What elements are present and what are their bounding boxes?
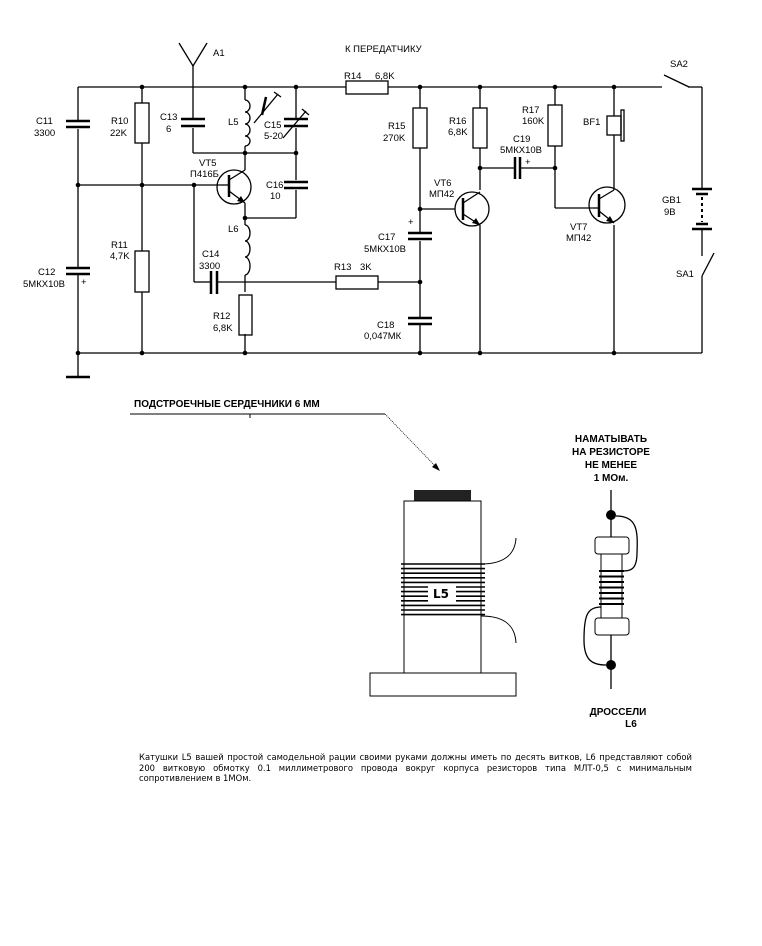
svg-text:R10: R10 xyxy=(111,116,128,127)
svg-text:L5: L5 xyxy=(228,117,239,128)
capacitor-c13: C13 6 xyxy=(160,112,205,135)
svg-text:C12: C12 xyxy=(38,267,55,278)
svg-text:П416Б: П416Б xyxy=(190,169,219,180)
svg-text:C16: C16 xyxy=(266,180,283,191)
svg-text:НЕ МЕНЕЕ: НЕ МЕНЕЕ xyxy=(585,460,638,471)
wires xyxy=(66,65,703,379)
svg-text:C11: C11 xyxy=(36,116,53,127)
svg-text:+: + xyxy=(525,157,531,168)
coil-drawing-l5: ПОДСТРОЕЧНЫЕ СЕРДЕЧНИКИ 6 ММ L5 xyxy=(130,399,517,697)
switch-sa1: SA1 xyxy=(676,252,715,280)
svg-text:C18: C18 xyxy=(377,320,394,331)
svg-text:22K: 22K xyxy=(110,128,128,139)
svg-text:6,8K: 6,8K xyxy=(213,323,233,334)
svg-text:3K: 3K xyxy=(360,262,372,273)
svg-text:1 МОм.: 1 МОм. xyxy=(594,473,629,484)
svg-text:R12: R12 xyxy=(213,311,230,322)
transistor-vt7: VT7 МП42 xyxy=(566,186,626,244)
choke-windings xyxy=(599,570,624,605)
svg-text:+: + xyxy=(408,217,414,228)
svg-text:GB1: GB1 xyxy=(662,195,681,206)
antenna-a1: A1 xyxy=(178,42,225,68)
svg-text:SA2: SA2 xyxy=(670,59,688,70)
svg-text:9В: 9В xyxy=(664,207,676,218)
svg-text:+: + xyxy=(81,277,87,288)
svg-text:C13: C13 xyxy=(160,112,177,123)
svg-text:R16: R16 xyxy=(449,116,466,127)
resistor-r13: R13 3K xyxy=(334,262,379,290)
svg-text:6,8K: 6,8K xyxy=(375,71,395,82)
transistor-vt5: VT5 П416Б xyxy=(190,158,252,205)
antenna-icon xyxy=(178,42,208,68)
capacitor-c19: C19 5МКХ10В + xyxy=(500,134,542,179)
callout-label: ПОДСТРОЕЧНЫЕ СЕРДЕЧНИКИ 6 ММ xyxy=(134,399,320,410)
arrow-icon xyxy=(432,463,440,471)
svg-text:НАМАТЫВАТЬ: НАМАТЫВАТЬ xyxy=(575,434,647,445)
capacitor-c17: + C17 5МКХ10В xyxy=(364,217,432,255)
svg-text:R15: R15 xyxy=(388,121,405,132)
top-label: К ПЕРЕДАТЧИКУ xyxy=(345,44,423,55)
speaker-bf1: BF1 xyxy=(583,109,625,142)
svg-text:R17: R17 xyxy=(522,105,539,116)
capacitor-c15-trimmer: C15 5-20 xyxy=(264,108,310,142)
svg-text:R13: R13 xyxy=(334,262,351,273)
capacitor-c16: C16 10 xyxy=(266,180,308,202)
svg-text:R14: R14 xyxy=(344,71,361,82)
capacitor-c11: C11 3300 xyxy=(34,116,90,139)
inductor-l5: L5 xyxy=(228,91,282,147)
svg-text:5-20: 5-20 xyxy=(264,131,283,142)
svg-text:C15: C15 xyxy=(264,120,281,131)
svg-text:160K: 160K xyxy=(522,116,545,127)
svg-text:VT5: VT5 xyxy=(199,158,216,169)
svg-text:НА РЕЗИСТОРЕ: НА РЕЗИСТОРЕ xyxy=(572,447,650,458)
svg-text:3300: 3300 xyxy=(34,128,55,139)
capacitor-c12: C12 5МКХ10В + xyxy=(23,266,90,290)
resistor-r15: R15 270K xyxy=(383,107,428,149)
transistor-vt6: VT6 МП42 xyxy=(429,178,490,227)
svg-text:C19: C19 xyxy=(513,134,530,145)
tuning-core xyxy=(414,490,471,501)
svg-text:L6: L6 xyxy=(625,719,637,730)
resistor-r12: R12 6,8K xyxy=(213,294,253,336)
svg-text:SA1: SA1 xyxy=(676,269,694,280)
resistor-r10: R10 22K xyxy=(110,102,150,144)
svg-text:VT6: VT6 xyxy=(434,178,451,189)
resistor-r11: R11 4,7K xyxy=(110,240,150,293)
svg-text:10: 10 xyxy=(270,191,281,202)
svg-text:6: 6 xyxy=(166,124,171,135)
windings xyxy=(401,563,485,616)
svg-text:5МКХ10В: 5МКХ10В xyxy=(500,145,542,156)
svg-text:C17: C17 xyxy=(378,232,395,243)
capacitor-c14: C14 3300 xyxy=(199,249,220,294)
resistor-r16: R16 6,8K xyxy=(448,107,488,149)
svg-text:МП42: МП42 xyxy=(566,233,591,244)
svg-text:BF1: BF1 xyxy=(583,117,600,128)
svg-text:3300: 3300 xyxy=(199,261,220,272)
antenna-label: A1 xyxy=(213,48,225,59)
svg-text:0,047МК: 0,047МК xyxy=(364,331,402,342)
svg-text:C14: C14 xyxy=(202,249,219,260)
svg-text:L6: L6 xyxy=(228,224,239,235)
svg-text:270K: 270K xyxy=(383,133,406,144)
switch-sa2: SA2 xyxy=(663,59,690,88)
svg-text:6,8K: 6,8K xyxy=(448,127,468,138)
svg-text:VT7: VT7 xyxy=(570,222,587,233)
svg-text:МП42: МП42 xyxy=(429,189,454,200)
resistor-r17: R17 160K xyxy=(522,104,563,147)
svg-text:R11: R11 xyxy=(111,240,128,251)
inductor-l6: L6 xyxy=(228,224,251,276)
svg-text:ДРОССЕЛИ: ДРОССЕЛИ xyxy=(590,707,647,718)
choke-drawing-l6: НАМАТЫВАТЬ НА РЕЗИСТОРЕ НЕ МЕНЕЕ 1 МОм. … xyxy=(572,434,650,730)
svg-text:L5: L5 xyxy=(433,587,449,601)
svg-text:5МКХ10В: 5МКХ10В xyxy=(364,244,406,255)
description-text: Катушки L5 вашей простой самодельной рац… xyxy=(139,752,692,783)
capacitor-c18: C18 0,047МК xyxy=(364,316,432,342)
svg-text:4,7K: 4,7K xyxy=(110,251,130,262)
junctions xyxy=(75,84,617,356)
svg-text:5МКХ10В: 5МКХ10В xyxy=(23,279,65,290)
resistor-r14: R14 6,8K xyxy=(344,71,395,95)
battery-gb1: GB1 9В xyxy=(662,187,712,231)
